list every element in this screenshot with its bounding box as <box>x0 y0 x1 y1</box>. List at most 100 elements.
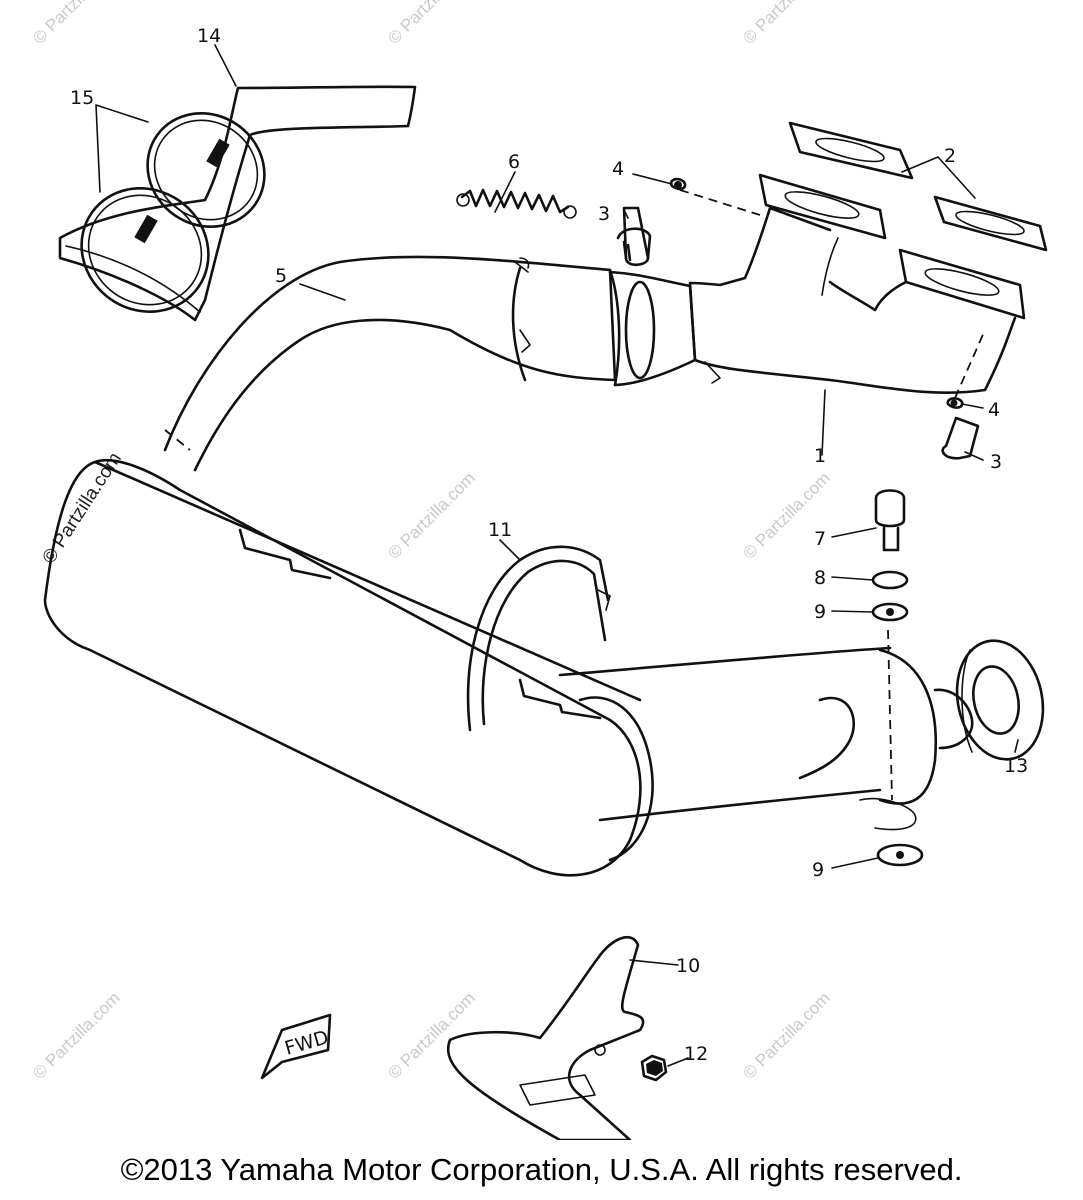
manifold-body <box>688 206 1017 394</box>
heat-guard-assembly <box>58 85 417 322</box>
callout-9-upper: 9 <box>814 601 826 623</box>
callout-4-upper: 4 <box>612 158 624 180</box>
leader-13 <box>1014 739 1019 753</box>
muffler-seam <box>238 528 602 720</box>
leader-5 <box>299 283 346 301</box>
manifold-flange-right <box>898 248 1026 320</box>
spring <box>456 188 577 219</box>
washer-lower-center <box>950 399 958 407</box>
callout-9-lower: 9 <box>812 859 824 881</box>
gasket-ring-edge <box>961 649 973 753</box>
clamp-screw-upper <box>206 138 230 168</box>
bolts-and-washers <box>616 177 986 460</box>
spring-hook-left <box>456 193 470 207</box>
exhaust-parts-diagram: © Partzilla.com © Partzilla.com © Partzi… <box>29 0 1048 1140</box>
leader-3-upper <box>624 211 629 219</box>
strap-inner <box>481 559 607 726</box>
bolt-upper-guide <box>679 189 761 216</box>
exhaust-manifold <box>688 173 1026 456</box>
gasket-ring-inner <box>972 665 1020 735</box>
callout-3-upper: 3 <box>598 203 610 225</box>
gasket-lower <box>933 195 1048 252</box>
bracket-outline <box>446 935 645 1140</box>
callout-5: 5 <box>275 265 287 287</box>
washer-lower <box>946 397 964 409</box>
copyright-notice: ©2013 Yamaha Motor Corporation, U.S.A. A… <box>120 1152 963 1187</box>
callout-12: 12 <box>684 1043 708 1065</box>
pipe-sleeve-ring <box>624 280 656 380</box>
mount-bolt-stack <box>871 489 924 867</box>
watermark: © Partzilla.com <box>739 0 833 48</box>
muffler-end-cap <box>578 696 654 862</box>
muffler-tail <box>558 646 892 822</box>
callout-2: 2 <box>944 145 956 167</box>
muffler-strap <box>466 545 611 732</box>
muffler-bracket <box>446 935 645 1140</box>
leader-14 <box>214 44 237 87</box>
leader-2 <box>901 156 976 199</box>
hex-nut <box>640 1054 668 1082</box>
callout-14: 14 <box>197 25 221 47</box>
pipe-clip-lower <box>519 329 531 353</box>
watermark: © Partzilla.com <box>739 988 833 1082</box>
bolt-lower-guide <box>954 329 986 399</box>
damper-lower-center <box>896 851 904 859</box>
strap-outline <box>466 545 610 732</box>
gaskets <box>788 121 1048 252</box>
exhaust-pipe <box>163 255 721 472</box>
muffler-mount-plate <box>859 797 917 831</box>
manifold-joint-line <box>821 237 839 296</box>
muffler-outline <box>43 459 642 877</box>
pipe-sleeve <box>608 270 697 387</box>
callout-3-lower: 3 <box>990 451 1002 473</box>
bracket-hole <box>594 1044 606 1056</box>
exhaust-pipe-outline <box>163 255 617 472</box>
callout-1: 1 <box>814 445 826 467</box>
pipe-connector <box>511 266 621 387</box>
nut-fill <box>646 1060 663 1076</box>
tailpipe-gasket <box>955 639 1045 761</box>
muffler-bracket-arm <box>798 696 855 780</box>
watermark: © Partzilla.com <box>384 0 478 48</box>
leader-4-upper <box>632 173 673 185</box>
hose-clamp-lower-inner <box>87 194 203 306</box>
heat-guard-outline <box>58 85 417 322</box>
callout-6: 6 <box>508 151 520 173</box>
leader-8 <box>831 576 874 581</box>
mount-bolt-guide <box>887 629 893 801</box>
spring-hook-right <box>563 205 577 219</box>
callout-15: 15 <box>70 87 94 109</box>
muffler-top-edge <box>93 460 642 702</box>
leader-7 <box>831 527 877 538</box>
mount-washer <box>871 570 909 590</box>
pipe-clip-upper <box>514 257 530 273</box>
callout-11: 11 <box>488 519 512 541</box>
bolt-upper-shank <box>622 206 650 260</box>
callout-7: 7 <box>814 528 826 550</box>
gasket-upper-hole <box>815 137 885 163</box>
nut-outline <box>640 1054 668 1082</box>
rubber-damper-lower <box>876 843 924 867</box>
callout-13: 13 <box>1004 755 1028 777</box>
callout-8: 8 <box>814 567 826 589</box>
callout-labels: 14 15 6 4 2 3 5 4 1 3 11 7 8 9 13 9 10 1… <box>70 25 1028 1065</box>
pipe-dashed-guide <box>164 429 191 451</box>
clamp-screw-lower <box>134 214 158 244</box>
leader-3-lower <box>964 451 984 461</box>
gasket-ring-outer <box>955 639 1045 761</box>
leader-4-lower <box>961 403 984 409</box>
callout-10: 10 <box>676 955 700 977</box>
leader-lines <box>95 44 1019 1067</box>
muffler <box>43 459 974 877</box>
heat-guard-inner-edge <box>65 245 201 313</box>
gasket-lower-hole <box>955 210 1025 236</box>
leader-9-upper <box>831 610 874 613</box>
hose-clamp-lower <box>80 187 210 313</box>
leader-12 <box>667 1057 689 1067</box>
forward-direction-tag: FWD <box>260 1013 332 1080</box>
muffler-tailpipe <box>878 648 974 805</box>
callout-4-lower: 4 <box>988 399 1000 421</box>
leader-6 <box>494 171 516 213</box>
washer-upper-center <box>674 181 682 189</box>
